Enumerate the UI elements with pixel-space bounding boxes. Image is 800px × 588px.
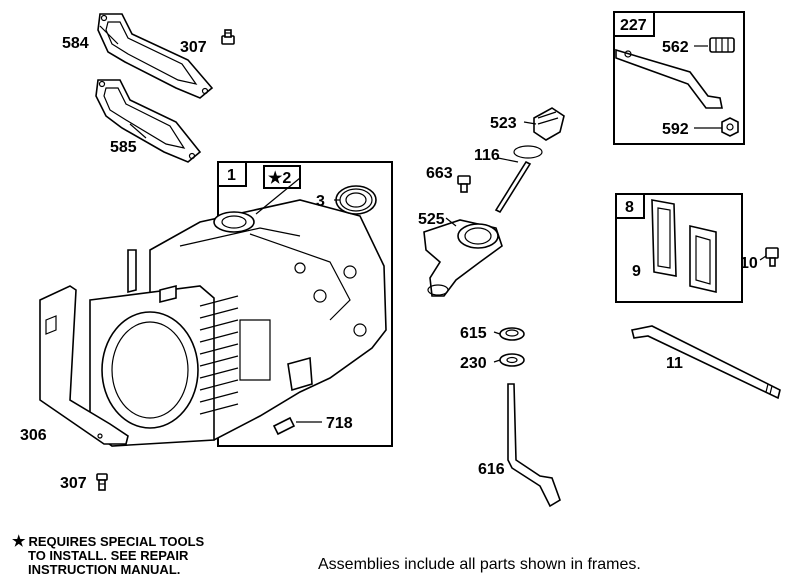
gasket-584: [97, 13, 214, 99]
pin-718: [272, 416, 322, 436]
note-line-3: INSTRUCTION MANUAL.: [28, 562, 181, 577]
frame-227: [613, 11, 745, 145]
callout-116: 116: [474, 147, 500, 164]
callout-3: 3: [316, 193, 325, 210]
leader-lines: [99, 25, 767, 363]
governor-shaft-616: [507, 383, 561, 508]
note-line-2: TO INSTALL. SEE REPAIR: [28, 548, 189, 563]
callout-592: 592: [662, 121, 689, 138]
callout-523: 523: [490, 115, 517, 132]
tube-11: [631, 325, 781, 400]
star-icon: ★: [12, 533, 26, 550]
seal-3: [335, 185, 377, 215]
washer-615: [499, 327, 525, 341]
screw-307-top: [221, 29, 235, 45]
note-line-1: REQUIRES SPECIAL TOOLS: [28, 534, 205, 549]
screw-663: [457, 175, 471, 193]
callout-11: 11: [666, 355, 683, 372]
callout-8: 8: [625, 199, 634, 216]
cylinder-block: [89, 199, 387, 447]
callout-718: 718: [326, 415, 353, 432]
oil-fill-tube-525: [423, 219, 503, 297]
callout-307-top: 307: [180, 39, 207, 56]
callout-562: 562: [662, 39, 689, 56]
callout-616: 616: [478, 461, 505, 478]
callout-227: 227: [620, 17, 647, 34]
dipstick-523-116: [494, 107, 565, 214]
callout-585: 585: [110, 139, 137, 156]
washer-230: [499, 353, 525, 367]
gasket-585: [95, 79, 202, 163]
callout-2: ★2: [268, 170, 291, 187]
callout-9: 9: [632, 263, 641, 280]
callout-306: 306: [20, 427, 47, 444]
callout-307-bottom: 307: [60, 475, 87, 492]
callout-230: 230: [460, 355, 487, 372]
callout-615: 615: [460, 325, 487, 342]
callout-labels: 584 307 585 1 ★2 3 306 307 718 523 116 6…: [20, 17, 758, 492]
callout-584: 584: [62, 35, 89, 52]
shroud-306: [39, 285, 129, 445]
callout-525: 525: [418, 211, 445, 228]
callout-10: 10: [740, 255, 758, 272]
screw-307-bottom: [96, 473, 108, 491]
frame-8: [615, 193, 779, 303]
callout-663: 663: [426, 165, 453, 182]
callout-1: 1: [227, 167, 236, 184]
special-tools-note: ★REQUIRES SPECIAL TOOLS TO INSTALL. SEE …: [12, 533, 205, 577]
frames-footnote: Assemblies include all parts shown in fr…: [318, 556, 641, 573]
